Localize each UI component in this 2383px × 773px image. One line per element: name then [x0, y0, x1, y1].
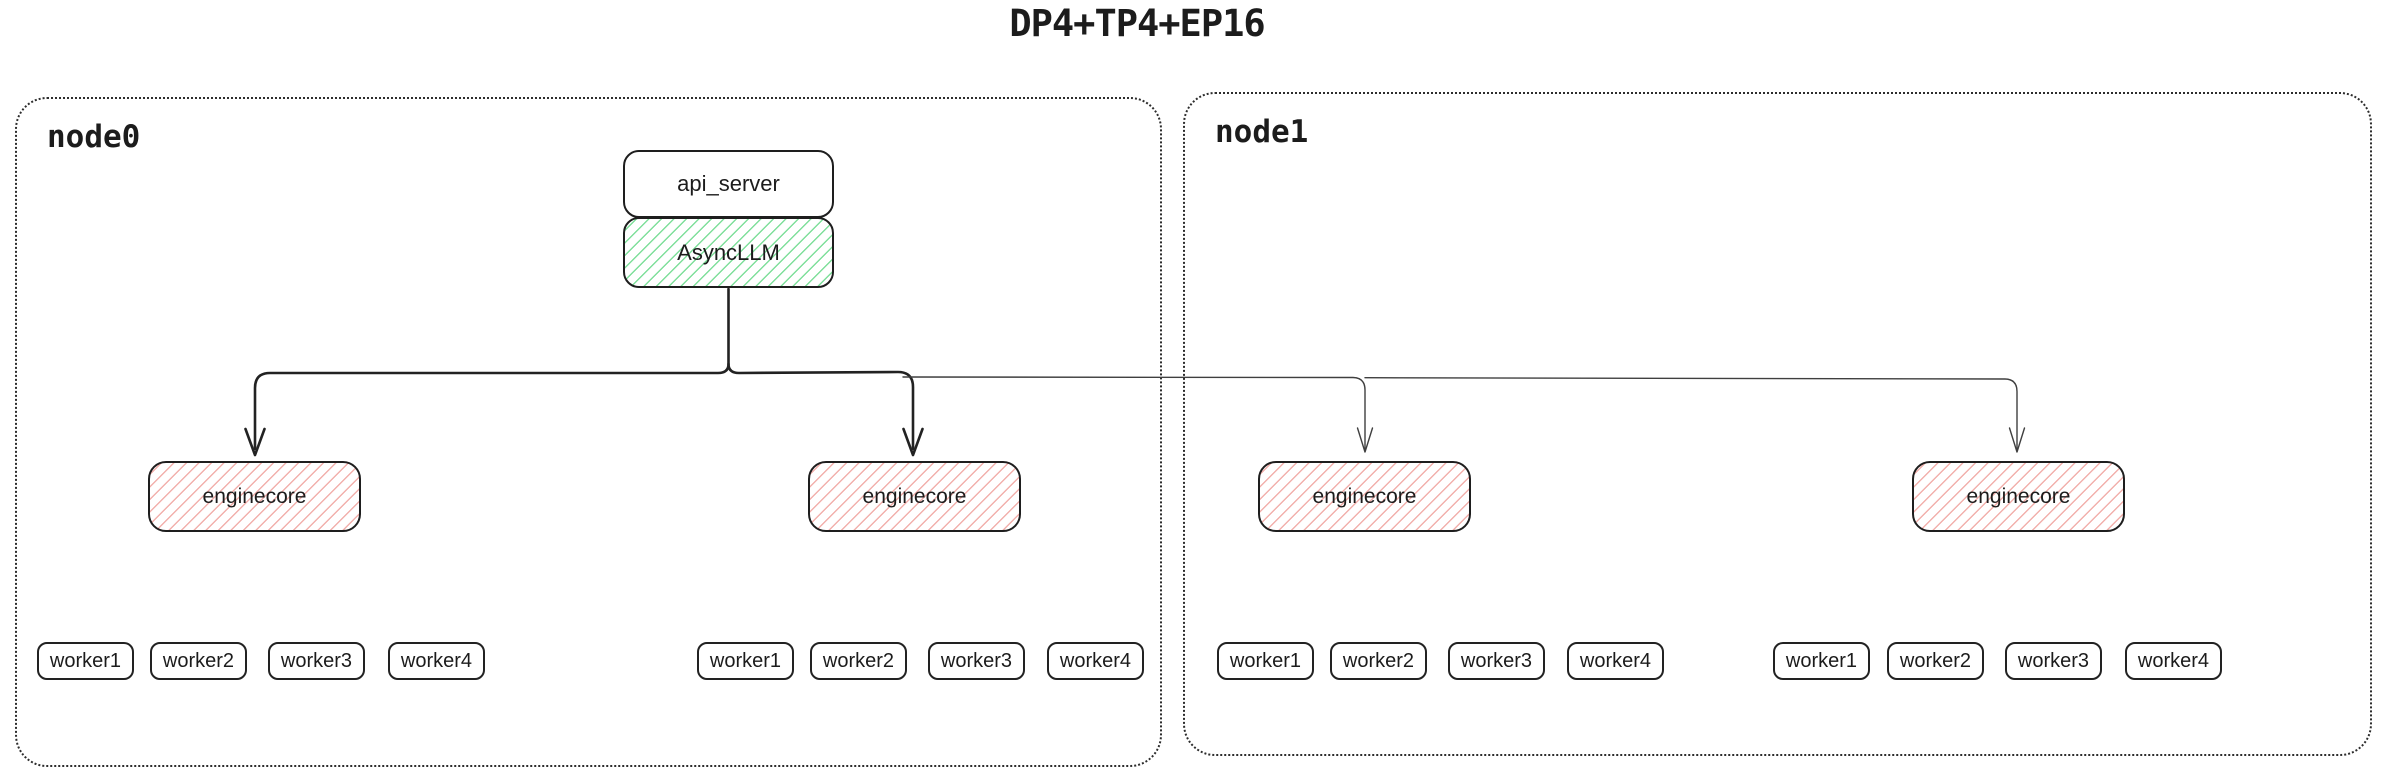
node1-label: node1	[1215, 114, 1309, 150]
enginecore-box: enginecore	[1912, 461, 2125, 532]
worker-box: worker3	[928, 642, 1025, 680]
worker-box: worker3	[1448, 642, 1545, 680]
worker-box: worker4	[388, 642, 485, 680]
api-server-box: api_server	[623, 150, 834, 218]
worker-box: worker4	[1567, 642, 1664, 680]
worker-box: worker2	[150, 642, 247, 680]
node0-label: node0	[47, 119, 141, 155]
enginecore-box: enginecore	[1258, 461, 1471, 532]
enginecore-box: enginecore	[148, 461, 361, 532]
worker-box: worker1	[37, 642, 134, 680]
worker-box: worker1	[1773, 642, 1870, 680]
diagram-title: DP4+TP4+EP16	[1009, 2, 1265, 45]
worker-box: worker2	[1887, 642, 1984, 680]
asyncllm-box: AsyncLLM	[623, 217, 834, 288]
worker-box: worker2	[1330, 642, 1427, 680]
worker-box: worker1	[697, 642, 794, 680]
enginecore-box: enginecore	[808, 461, 1021, 532]
worker-box: worker4	[1047, 642, 1144, 680]
worker-box: worker3	[2005, 642, 2102, 680]
worker-box: worker4	[2125, 642, 2222, 680]
worker-box: worker3	[268, 642, 365, 680]
worker-box: worker1	[1217, 642, 1314, 680]
worker-box: worker2	[810, 642, 907, 680]
